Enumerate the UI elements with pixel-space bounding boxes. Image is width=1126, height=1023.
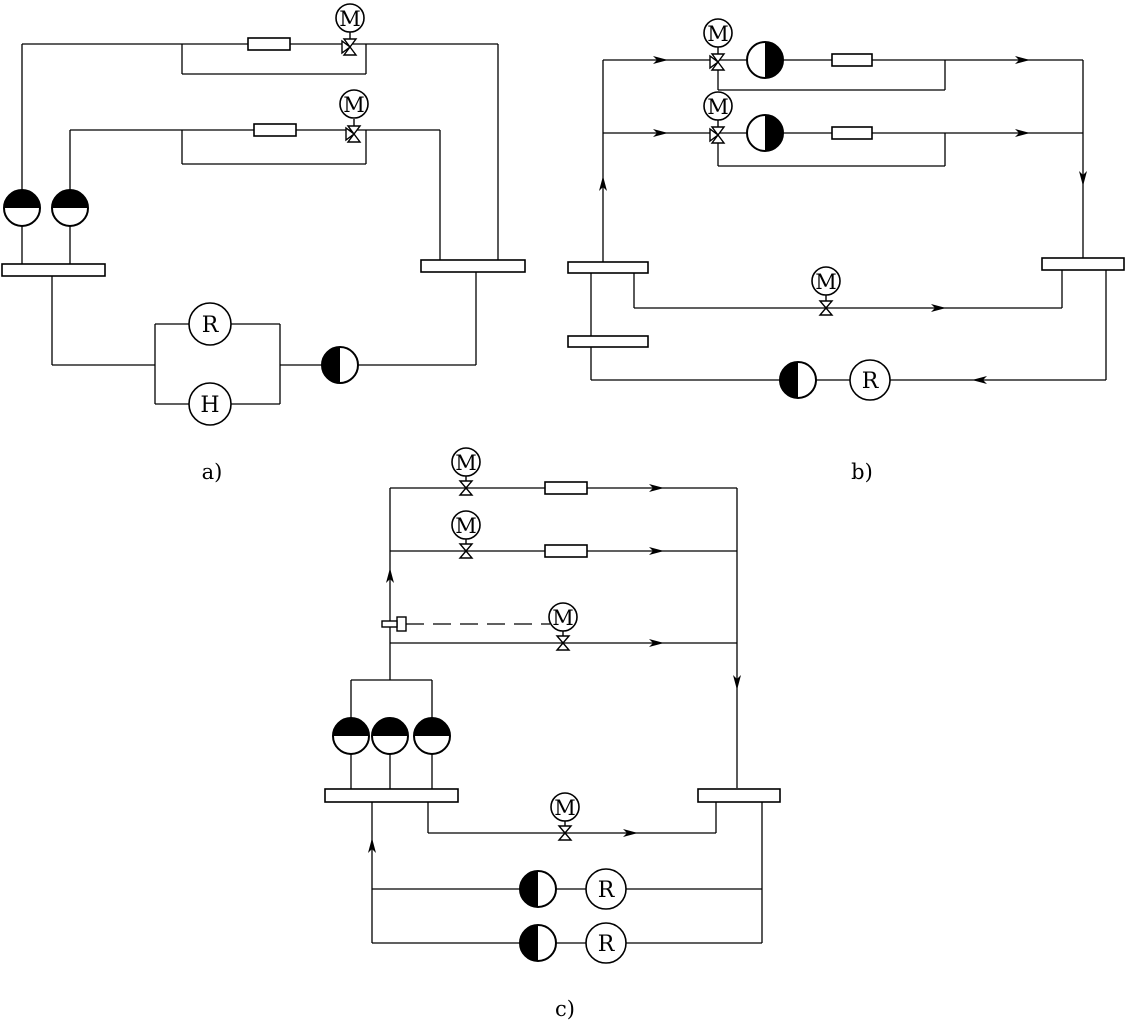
svg-text:M: M (707, 95, 729, 119)
panel-b-coil-lower (831, 126, 873, 140)
panel-c-reheater-upper: R (585, 868, 627, 910)
panel-c-coil-upper (544, 481, 588, 495)
svg-text:R: R (598, 878, 616, 903)
panel-b-heat-exchanger (567, 335, 649, 348)
panel-a-coil-lower (253, 123, 297, 137)
panel-b-valve-upper: M (703, 18, 733, 71)
panel-b-pump-lower-icon (746, 114, 784, 152)
panel-b-pump-upper-icon (746, 41, 784, 79)
panel-b-valve-lower: M (703, 91, 733, 144)
panel-c-valve-1: M (451, 447, 481, 496)
panel-c-supply-header (324, 788, 459, 803)
panel-c-coil-lower (544, 544, 588, 558)
panel-a-return-header (420, 259, 526, 273)
svg-text:M: M (455, 514, 477, 538)
panel-a-caption: a) (202, 460, 223, 484)
panel-a-reheater: R (188, 302, 232, 346)
panel-c-return-pump-lower-icon (519, 924, 557, 962)
panel-a-pump-2-icon (51, 189, 89, 227)
panel-c-header-valve: M (550, 792, 580, 841)
panel-c-caption: c) (555, 997, 575, 1021)
panel-b-supply-header (567, 261, 649, 274)
panel-c-bypass-valve: M (548, 602, 578, 651)
panel-a-heater: H (188, 382, 232, 426)
svg-text:R: R (598, 932, 616, 957)
panel-b-reheater: R (849, 359, 891, 401)
svg-text:H: H (200, 393, 219, 418)
panel-c-return-header (697, 788, 781, 803)
panel-a-valve-lower: M (339, 89, 369, 143)
svg-text:M: M (554, 796, 576, 820)
panel-c-reheater-lower: R (585, 922, 627, 964)
panel-c-valve-2: M (451, 510, 481, 559)
panel-b-coil-upper (831, 53, 873, 67)
svg-text:M: M (343, 93, 365, 117)
panel-b-return-pump-icon (779, 361, 817, 399)
panel-c-pump-2-icon (371, 717, 409, 755)
panel-c-pressure-sensor-icon (381, 616, 407, 632)
svg-text:M: M (455, 451, 477, 475)
panel-a-supply-header (1, 263, 106, 277)
panel-b-pipework (590, 59, 1107, 381)
svg-text:R: R (862, 369, 880, 394)
svg-text:M: M (707, 22, 729, 46)
panel-a-pump-1-icon (3, 189, 41, 227)
panel-b-bypass-valve: M (811, 266, 841, 316)
svg-text:R: R (202, 313, 220, 338)
panel-b-flow-arrows (599, 56, 1087, 384)
panel-b-caption: b) (851, 460, 873, 484)
panel-a-valve-upper: M (335, 3, 365, 56)
panel-c-return-pump-upper-icon (519, 870, 557, 908)
svg-text:M: M (815, 270, 837, 294)
panel-a-pipework (21, 43, 499, 405)
panel-b-return-header (1041, 257, 1125, 271)
panel-a-coil-upper (247, 37, 291, 51)
panel-a-return-pump-icon (321, 346, 359, 384)
panel-c-pump-1-icon (332, 717, 370, 755)
svg-text:M: M (552, 606, 574, 630)
svg-text:M: M (339, 7, 361, 31)
panel-c-pump-3-icon (413, 717, 451, 755)
